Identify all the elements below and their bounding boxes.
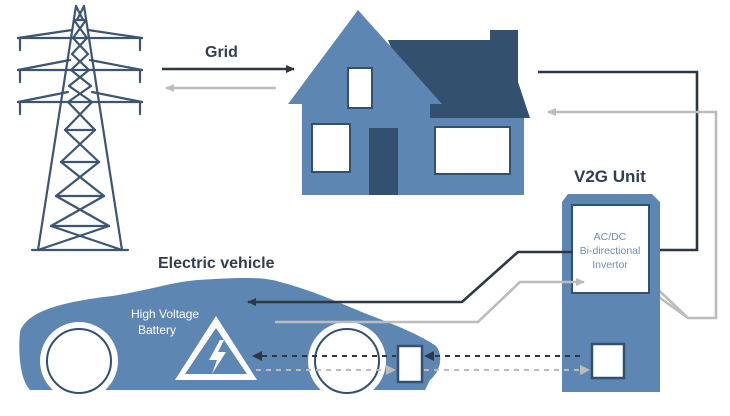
- car-to-v2g-line: [275, 278, 585, 324]
- house-window-right: [434, 126, 511, 175]
- grid-label: Grid: [205, 44, 238, 61]
- inverter-label-line3: Invertor: [592, 259, 628, 271]
- inverter-label-line2: Bi-directional: [580, 245, 641, 257]
- battery-label-line1: High Voltage: [131, 307, 199, 321]
- car-charging-port: [396, 344, 424, 384]
- electric-car-icon: [19, 278, 441, 400]
- house-door: [369, 128, 398, 195]
- house-window-left: [311, 123, 351, 173]
- house-icon: [288, 10, 530, 195]
- house-to-v2g-line: [538, 70, 699, 252]
- charging-station-icon: [562, 194, 660, 392]
- electric-vehicle-label: Electric vehicle: [158, 255, 275, 272]
- v2g-to-car-line: [247, 250, 572, 306]
- v2g-to-house-line: [547, 108, 718, 320]
- house-window-attic: [347, 67, 373, 109]
- inverter-label-line1: AC/DC: [594, 231, 627, 243]
- battery-label-line2: Battery: [138, 323, 176, 337]
- v2g-connector-socket: [590, 342, 626, 380]
- high-voltage-warning-icon: [175, 316, 257, 380]
- v2g-unit-label: V2G Unit: [574, 167, 646, 186]
- transmission-tower-icon: [16, 4, 144, 252]
